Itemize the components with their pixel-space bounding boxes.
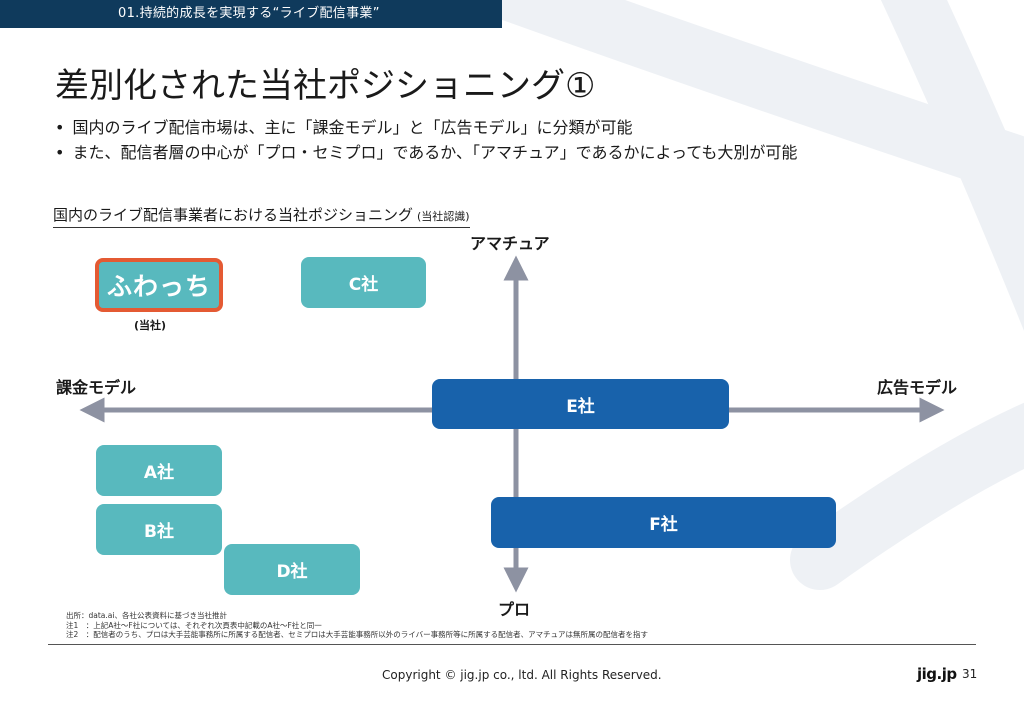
company-b-box: B社 [96, 504, 222, 555]
footnote-line: 出所：data.ai、各社公表資料に基づき当社推計 [66, 611, 227, 620]
bullet-list: 国内のライブ配信市場は、主に「課金モデル」と「広告モデル」に分類が可能 また、配… [55, 115, 797, 165]
bullet-item: また、配信者層の中心が「プロ・セミプロ」であるか、「アマチュア」であるかによって… [55, 140, 797, 165]
diagram-title-text: 国内のライブ配信事業者における当社ポジショニング [53, 206, 414, 224]
diagram-title: 国内のライブ配信事業者における当社ポジショニング(当社認識) [53, 204, 470, 228]
our-company-logo: ふわっち [95, 258, 223, 312]
company-a-box: A社 [96, 445, 222, 496]
company-logo: jig.jp [917, 665, 957, 683]
axis-label-right: 広告モデル [877, 378, 958, 397]
company-c-box: C社 [301, 257, 426, 308]
axis-label-top: アマチュア [470, 234, 550, 253]
footer-divider [48, 644, 976, 645]
our-company-caption: (当社) [134, 319, 167, 332]
axis-label-bottom: プロ [498, 600, 531, 619]
bullet-item: 国内のライブ配信市場は、主に「課金モデル」と「広告モデル」に分類が可能 [55, 115, 797, 140]
diagram-title-note: (当社認識) [417, 210, 470, 223]
page-number: 31 [962, 667, 978, 681]
company-e-box: E社 [432, 379, 729, 429]
section-tag: 01.持続的成長を実現する“ライブ配信事業” [0, 0, 502, 28]
axis-label-left: 課金モデル [56, 378, 137, 397]
company-d-box: D社 [224, 544, 360, 595]
copyright-text: Copyright © jig.jp co., ltd. All Rights … [382, 668, 662, 682]
company-f-box: F社 [491, 497, 836, 548]
page-title: 差別化された当社ポジショニング① [55, 66, 596, 106]
footnote-line: 注1 ：上記A社～F社については、それぞれ次頁表中記載のA社～F社と同一 [66, 620, 322, 630]
footnote-line: 注2 ：配信者のうち、プロは大手芸能事務所に所属する配信者、セミプロは大手芸能事… [66, 630, 648, 639]
footnotes: 出所：data.ai、各社公表資料に基づき当社推計 注1 ：上記A社～F社につい… [66, 611, 648, 640]
